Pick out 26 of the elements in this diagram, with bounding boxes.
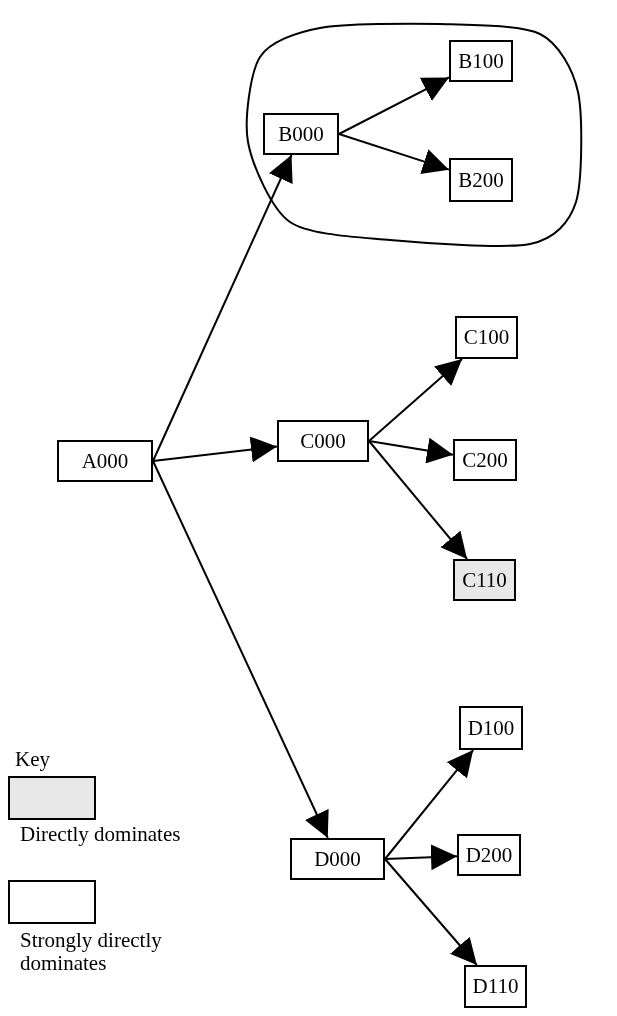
node-box: D200: [457, 834, 521, 876]
key-heading: Key: [15, 748, 50, 772]
node-box: B100: [449, 40, 513, 82]
arrow: [368, 437, 454, 464]
arrow: [384, 749, 475, 860]
node-box: C200: [453, 439, 517, 481]
legend-label: Directly dominates: [20, 823, 182, 847]
arrow: [338, 76, 450, 135]
node-box: C110: [453, 559, 516, 601]
node-box: C000: [277, 420, 369, 462]
arrow: [368, 358, 464, 442]
arrow: [368, 440, 469, 560]
node-box: B200: [449, 158, 513, 202]
node-box: D110: [464, 965, 527, 1008]
arrow: [152, 436, 278, 463]
node-box: A000: [57, 440, 153, 482]
node-box: D000: [290, 838, 385, 880]
arrow: [384, 844, 458, 871]
node-box: B000: [263, 113, 339, 155]
node-box: D100: [459, 706, 523, 750]
node-box: C100: [455, 316, 518, 359]
arrow: [338, 133, 450, 174]
arrow: [152, 460, 329, 839]
legend-label: Strongly directly dominates: [20, 929, 163, 976]
arrow: [152, 154, 293, 462]
arrow: [384, 858, 478, 966]
